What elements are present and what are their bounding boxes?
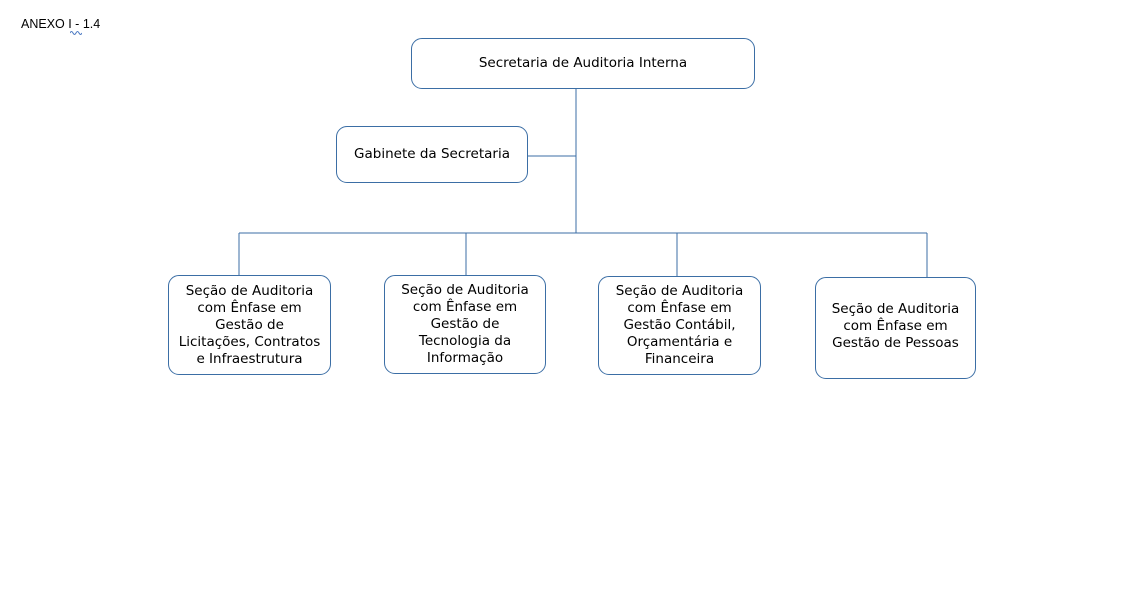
spellcheck-underline: [70, 31, 82, 35]
org-box-section-pessoas: Seção de Auditoria com Ênfase em Gestão …: [815, 277, 976, 379]
org-box-section-licitacoes: Seção de Auditoria com Ênfase em Gestão …: [168, 275, 331, 375]
org-box-root: Secretaria de Auditoria Interna: [411, 38, 755, 89]
org-box-section-tecnologia: Seção de Auditoria com Ênfase em Gestão …: [384, 275, 546, 374]
org-box-section-contabil: Seção de Auditoria com Ênfase em Gestão …: [598, 276, 761, 375]
document-annex-label: ANEXO I - 1.4: [21, 17, 101, 31]
org-box-staff-unit: Gabinete da Secretaria: [336, 126, 528, 183]
